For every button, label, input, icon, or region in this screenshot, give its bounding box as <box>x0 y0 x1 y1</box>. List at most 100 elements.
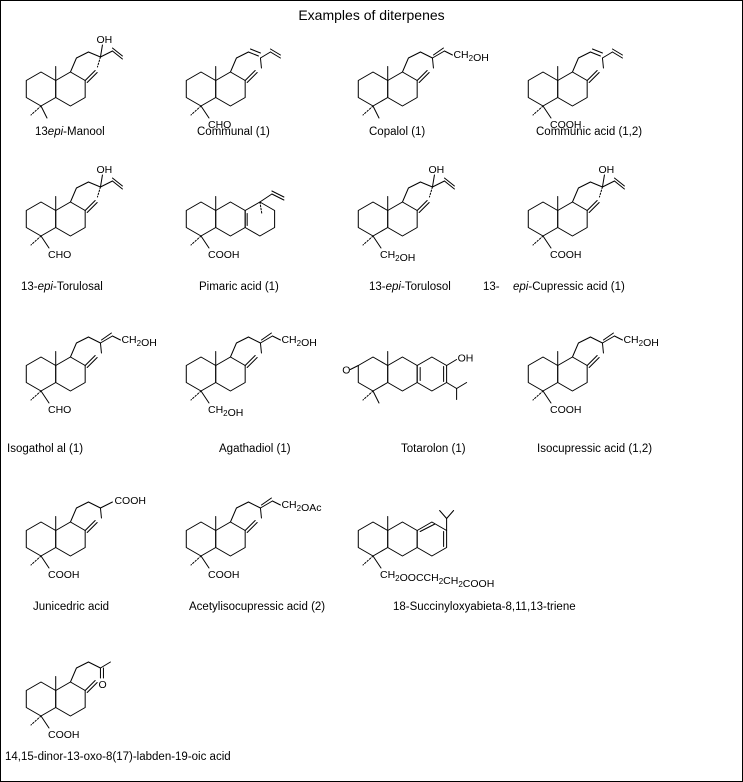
exo-methylene <box>586 70 598 81</box>
side-chain <box>69 336 89 358</box>
c4-bond <box>372 555 382 569</box>
methyl-c18 <box>190 235 202 246</box>
ring-a <box>25 681 57 717</box>
vinyl-a <box>601 180 615 188</box>
methyl-c16 <box>99 507 102 519</box>
caption-9: Isogathol al (1) <box>7 443 84 455</box>
exo-methylene-2 <box>86 522 98 533</box>
structure-svg: COOH <box>185 190 285 261</box>
exo-methylene <box>416 70 428 81</box>
ring-b <box>387 521 418 557</box>
methyl-c16 <box>96 186 101 198</box>
methyl-c18 <box>30 555 42 566</box>
exo-methylene-2 <box>418 72 430 83</box>
structure-svg: OH <box>25 34 123 119</box>
side-chain <box>571 51 591 73</box>
caption-prefix-8: 13- <box>483 281 500 293</box>
exo-methylene-2 <box>418 202 430 213</box>
c4-substituent: CH2OOCCH2CH2COOH <box>380 569 494 590</box>
side-chain <box>571 181 591 203</box>
vinyl-c <box>613 177 625 187</box>
vinyl-b <box>271 193 285 201</box>
c4-bond <box>542 235 552 249</box>
ring-b <box>215 521 246 557</box>
exo-methylene-2 <box>86 202 98 213</box>
ring-a <box>527 201 559 237</box>
compound-2: CHO <box>179 31 349 131</box>
c4-bond <box>200 555 210 569</box>
methyl-c18 <box>532 105 544 116</box>
compound-1: OH <box>19 31 189 131</box>
double-bond-2 <box>100 332 112 341</box>
methyl-c16 <box>598 186 603 198</box>
double-bond <box>259 500 273 509</box>
caption-14: Acetylisocupressic acid (2) <box>189 601 326 613</box>
exo-methylene-2 <box>246 72 258 83</box>
methyl-c16 <box>431 57 434 69</box>
caption-15: 18-Succinyloxyabieta-8,11,13-triene <box>393 601 576 613</box>
vinyl-a <box>259 193 273 203</box>
double-bond <box>591 48 603 54</box>
ketone-oxygen: O <box>98 679 106 691</box>
vinyl-b <box>613 180 625 190</box>
exo-methylene-2 <box>246 357 258 368</box>
c4-bond <box>200 390 210 404</box>
hydroxyl-label: OH <box>428 164 444 176</box>
double-bond-2 <box>432 47 444 56</box>
ring-b <box>215 356 246 392</box>
caption-6: Pimaric acid (1) <box>199 281 279 293</box>
ring-b <box>557 71 588 107</box>
methyl-c19 <box>372 105 380 119</box>
ring-b <box>55 681 86 717</box>
vinyl-a <box>611 51 623 59</box>
vinyl-a <box>431 180 445 188</box>
ring-a <box>25 356 57 392</box>
compound-15: CH2OOCCH2CH2COOH <box>351 481 521 590</box>
c4-substituent: CHO <box>208 119 231 131</box>
ketone-bond <box>349 365 359 370</box>
chain-c13 <box>589 336 603 344</box>
c4-substituent: COOH <box>550 119 582 131</box>
ring-a <box>185 521 217 557</box>
chain-c14 <box>99 501 113 509</box>
side-chain <box>229 501 249 523</box>
ketone-oxygen: O <box>342 365 350 377</box>
ring-c <box>416 521 448 557</box>
isopropyl-a <box>446 382 458 389</box>
vinyl-b <box>611 48 623 56</box>
methyl-c18 <box>190 555 202 566</box>
exo-methylene-2 <box>86 682 98 693</box>
structure-svg: CH2OOCCH2CH2COOH <box>357 510 494 590</box>
methyl-c16 <box>601 57 604 69</box>
methyl-c16 <box>99 342 102 354</box>
exo-methylene-2 <box>246 522 258 533</box>
double-bond <box>431 50 445 59</box>
chain-c13 <box>87 501 101 509</box>
c4-bond <box>200 235 210 249</box>
exo-methylene <box>244 70 256 81</box>
side-chain <box>229 336 249 358</box>
methyl-c18 <box>30 715 42 726</box>
compound-3: CH2OH <box>351 31 521 131</box>
chain-c14 <box>259 51 271 59</box>
oh-bond <box>446 359 458 366</box>
vinyl-c <box>111 177 123 187</box>
ring-b <box>55 71 86 107</box>
exo-methylene <box>244 355 256 366</box>
oh-bond <box>99 44 103 58</box>
methyl-c18 <box>362 105 374 116</box>
caption-13: Junicedric acid <box>33 601 110 613</box>
double-bond <box>259 335 273 344</box>
oh-bond <box>99 174 103 188</box>
methyl-c16 <box>96 56 101 68</box>
